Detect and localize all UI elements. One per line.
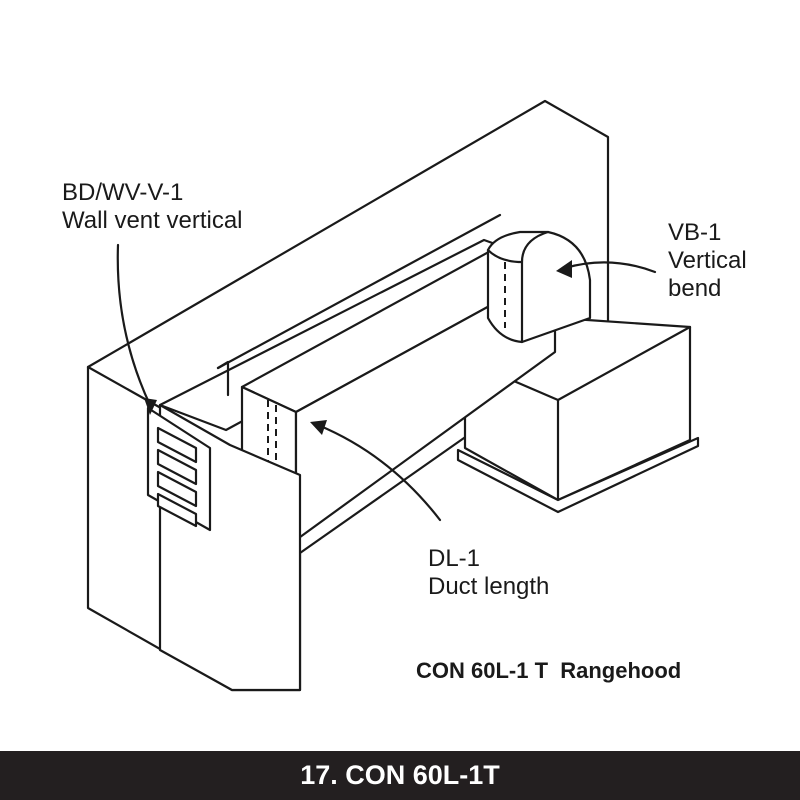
rangehood-duct-diagram: BD/WV-V-1 Wall vent vertical VB-1 Vertic… <box>62 99 747 692</box>
leader-arrows <box>116 243 657 522</box>
vertical-bend-code: VB-1 <box>668 219 721 246</box>
label-duct-length: DL-1 Duct length <box>428 545 549 600</box>
label-wall-vent: BD/WV-V-1 Wall vent vertical <box>62 179 243 234</box>
wall-vent-code: BD/WV-V-1 <box>62 179 183 206</box>
label-vertical-bend: VB-1 Vertical bend <box>668 219 747 302</box>
diagram-caption: CON 60L-1 T Rangehood <box>416 658 681 683</box>
vertical-bend-line1: Vertical <box>668 247 747 274</box>
duct-length-name: Duct length <box>428 573 549 600</box>
duct-length-leader <box>316 423 442 522</box>
wall-vent-leader <box>116 243 152 407</box>
footer-bar: 17. CON 60L-1T <box>0 751 800 800</box>
vertical-bend-leader <box>563 261 657 274</box>
wall-vent-column <box>146 403 302 692</box>
vertical-bend-arrowhead <box>556 260 572 278</box>
wall-vent-arrowhead <box>144 398 157 415</box>
footer-title: 17. CON 60L-1T <box>300 760 500 790</box>
vertical-bend-line2: bend <box>668 275 721 302</box>
duct-length-arrowhead <box>310 420 327 435</box>
vent-louvers <box>156 426 198 528</box>
wall-vent-name: Wall vent vertical <box>62 207 243 234</box>
vertical-bend-shape <box>486 230 592 344</box>
duct-length-code: DL-1 <box>428 545 480 572</box>
